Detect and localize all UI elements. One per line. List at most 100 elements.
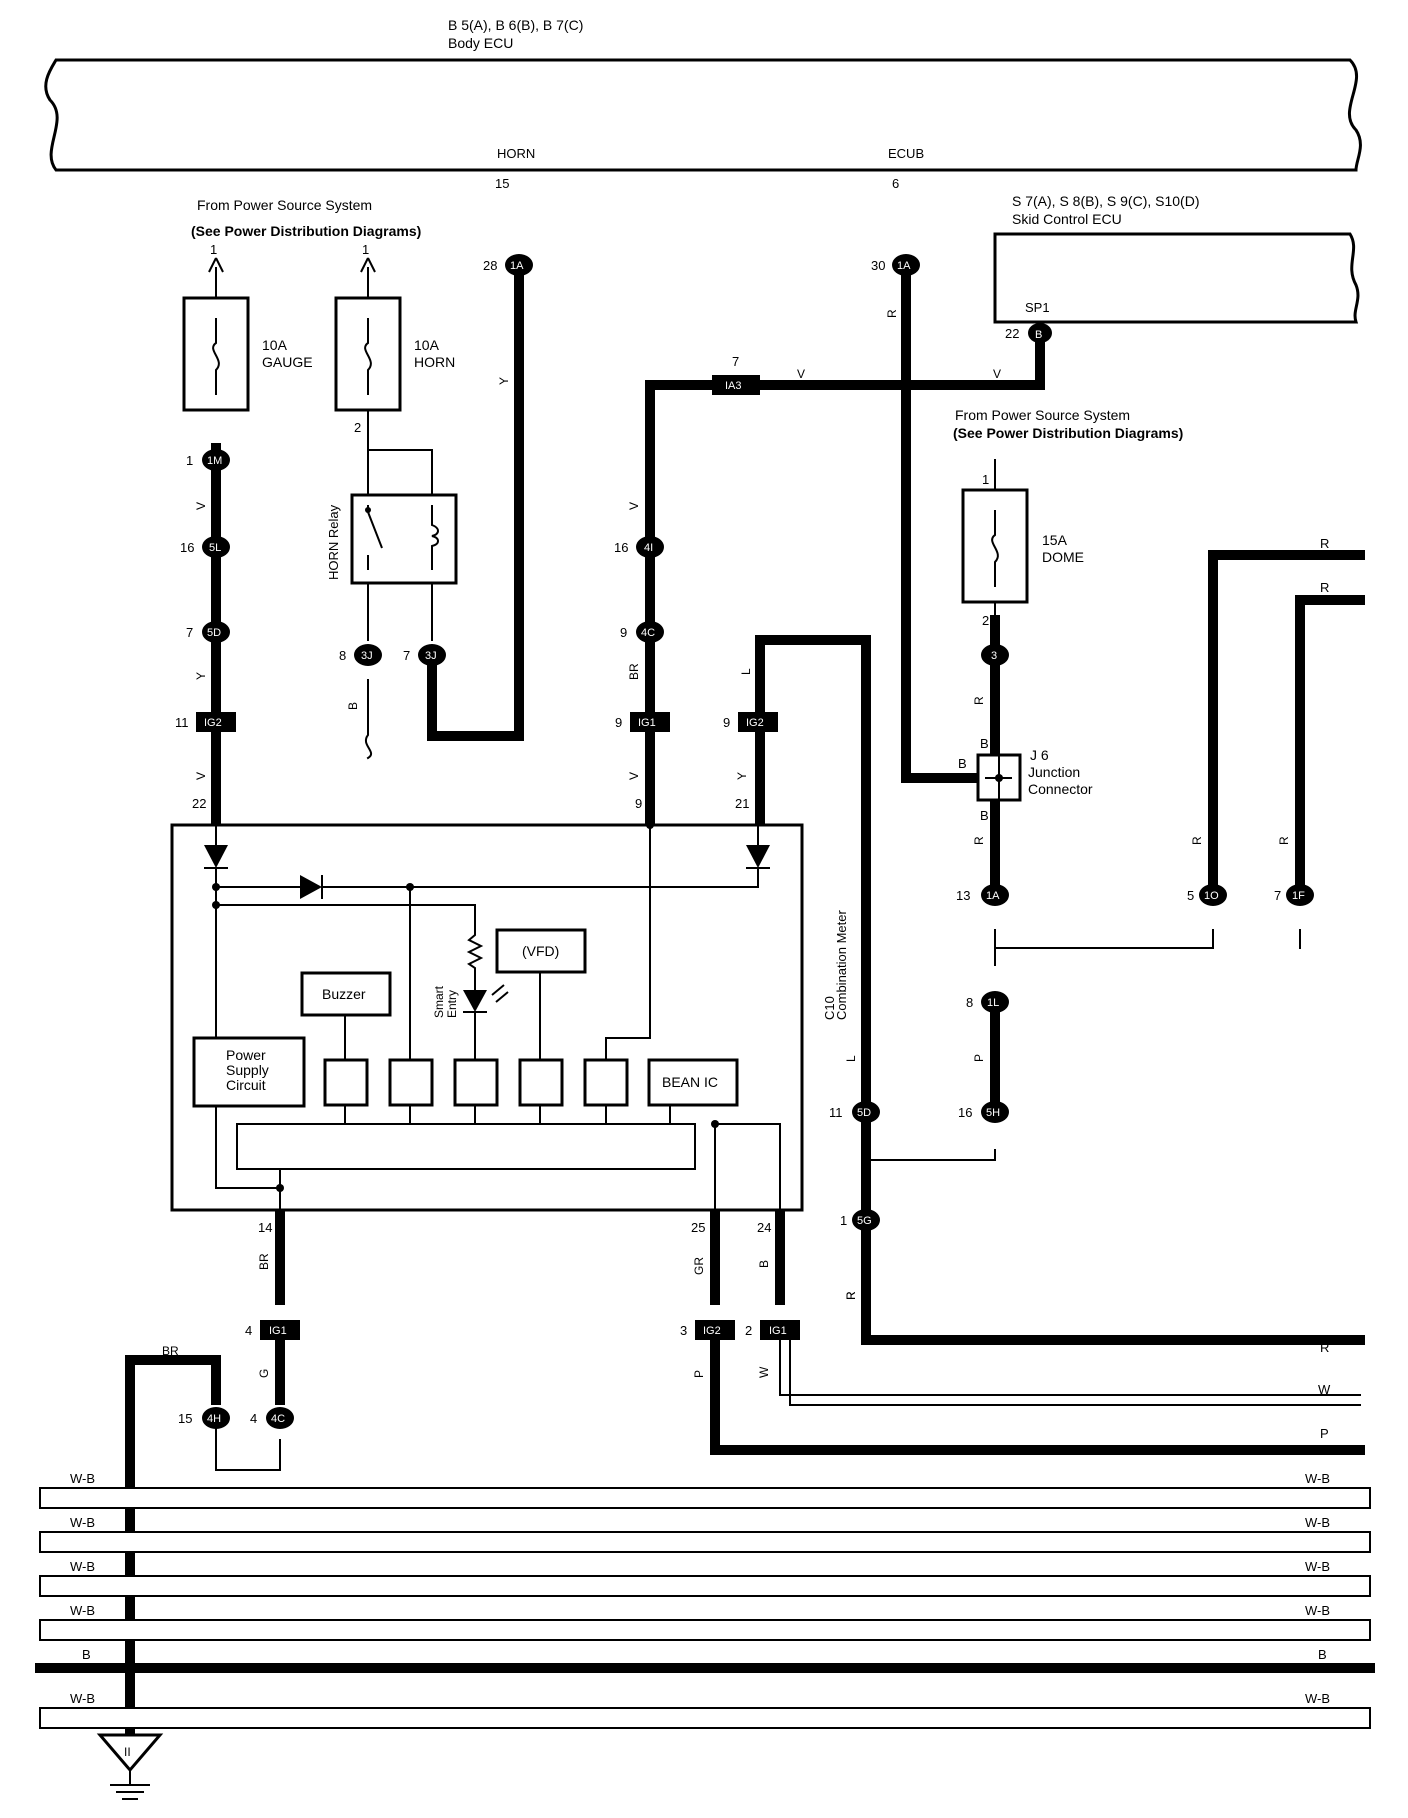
connector-label: 1A [897,260,911,272]
diagram-label: R [972,836,986,845]
connector-label: 5D [207,627,221,639]
diagram-label: R [844,1291,858,1300]
diagram-label: 7 [186,625,193,640]
smart-entry-label: Smart [432,985,446,1018]
connector-label: 4H [207,1413,221,1425]
diagram-label: R [844,1291,858,1300]
connector-label: 1A [986,890,1000,902]
diagram-label: 9 [723,715,730,730]
diagram-label: 1 [840,1213,847,1228]
diagram-label: P [1320,1426,1329,1441]
connector-label: 4C [641,627,655,639]
diagram-label: 2 [745,1323,752,1338]
diagram-label: W [757,1366,771,1378]
diagram-label: Y [497,377,511,385]
pin-number: 22 [1005,326,1019,341]
diagram-label: P [972,1054,986,1062]
connector-label: IG2 [746,717,764,729]
power-supply-label: Supply [226,1062,269,1078]
connector-label: IG2 [204,717,222,729]
horn-relay: HORN Relay [326,493,458,585]
diagram-label: R [1320,580,1329,595]
diagram-label: 16 [180,540,194,555]
connector-label: 5H [986,1107,1000,1119]
connector-label: 1O [1204,890,1219,902]
pin-number: 6 [892,176,899,191]
power-supply-label: Power [226,1047,266,1063]
bean-ic-label: BEAN IC [662,1074,718,1090]
diagram-label: B [1318,1647,1327,1662]
diagram-label: 8 [966,995,973,1010]
diagram-label: 9 [620,625,627,640]
connectors: 1M 5L 5D IG2 3J 3J 1A 1A IA3 4I 4C IG1 I… [196,254,1314,1429]
diagram-label: V [194,502,208,510]
fuse-dome: 15A DOME [961,488,1084,604]
diagram-label: Y [735,772,749,780]
connector-label: 1M [207,455,222,467]
diagram-label: W-B [70,1603,95,1618]
connector-label: IA3 [725,380,742,392]
diagram-label: W-B [70,1691,95,1706]
connector-label: 5L [209,542,221,554]
diagram-label: 1 [186,453,193,468]
diagram-label: BR [627,663,641,680]
diagram-label: R [972,696,986,705]
diagram-label: 2 [354,420,361,435]
diagram-label: W-B [1305,1691,1330,1706]
thin-wires [215,267,1361,1471]
connector-label: 4C [271,1413,285,1425]
connector-label: IG2 [703,1325,721,1337]
diagram-label: W-B [70,1471,95,1486]
fuse-name: GAUGE [262,354,313,370]
diagram-label: W [1318,1382,1331,1397]
buzzer-label: Buzzer [322,986,366,1002]
connector-label: 5G [857,1215,872,1227]
diagram-label: 30 [871,258,885,273]
fuse-horn: 10A HORN [334,257,455,412]
diagram-label: L [739,668,753,675]
connector-label: 3J [361,650,373,662]
diagram-label: 14 [258,1220,272,1235]
pin-number: 15 [495,176,509,191]
connector-label: 1F [1292,890,1305,902]
diagram-label: 1 [362,242,369,257]
diagram-label: 8 [339,648,346,663]
diagram-label: 15 [178,1411,192,1426]
fuse-name: DOME [1042,549,1084,565]
connector-label: 1A [510,260,524,272]
connector-label: 3J [425,650,437,662]
diagram-label: R [1320,1340,1329,1355]
diagram-label: 7 [403,648,410,663]
skid-ecu-pin: SP1 [1025,300,1050,315]
diagram-label: 16 [614,540,628,555]
diagram-label: 2 [982,613,989,628]
body-ecu: B 5(A), B 6(B), B 7(C) Body ECU HORN ECU… [44,17,1362,191]
power-supply-label: Circuit [226,1077,266,1093]
diagram-label: 4 [245,1323,252,1338]
diagram-label: W-B [1305,1471,1330,1486]
diagram-label: 28 [483,258,497,273]
combination-meter: C10 Combination Meter Smart Entry (VFD) [170,821,849,1212]
connector-label: 1L [987,997,999,1009]
connector-label: B [1035,329,1042,341]
connector-label: 4I [644,542,653,554]
diagram-label: 9 [615,715,622,730]
diagram-label: 4 [250,1411,257,1426]
diagram-label: 25 [691,1220,705,1235]
diagram-label: W-B [70,1559,95,1574]
ground-icon: II [96,1733,164,1800]
diagram-label: W-B [70,1515,95,1530]
fuse-amp: 10A [262,337,288,353]
diagram-label: 21 [735,796,749,811]
fuse-amp: 10A [414,337,440,353]
diagram-label: V [993,367,1001,381]
diagram-label: BR [162,1344,179,1358]
junction-connector: B B B J 6 Junction Connector [958,736,1093,823]
diagram-label: G [257,1369,271,1378]
diagram-label: V [627,502,641,510]
diagram-label: 11 [175,715,189,730]
diagram-label: BR [257,1253,271,1270]
junction-id: J 6 [1030,747,1049,763]
fuse-gauge: 10A GAUGE [182,257,313,412]
